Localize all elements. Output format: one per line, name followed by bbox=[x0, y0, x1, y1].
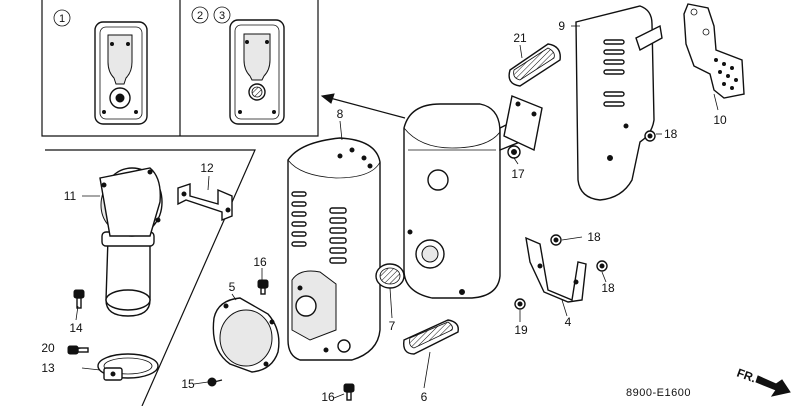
part-8-muffler-protector bbox=[287, 137, 381, 361]
callout-12: 12 bbox=[200, 161, 214, 175]
part-6-spark-screen bbox=[403, 319, 459, 355]
front-direction-indicator: FR. bbox=[735, 366, 791, 397]
callout-7: 7 bbox=[389, 319, 396, 333]
callout-11: 11 bbox=[64, 189, 77, 203]
callout-16: 16 bbox=[253, 255, 267, 269]
variant-label: 2 bbox=[197, 10, 203, 22]
callout-4: 4 bbox=[565, 315, 572, 329]
part-16-bolt-lower bbox=[343, 383, 355, 401]
callout-19: 19 bbox=[514, 323, 528, 337]
muffler-body bbox=[403, 95, 543, 299]
inset-variant-2-3: 2 3 bbox=[191, 6, 285, 125]
part-15-screw bbox=[207, 377, 223, 387]
vent-slots bbox=[291, 191, 347, 264]
callout-6: 6 bbox=[421, 390, 428, 404]
part-9-muffler-cover bbox=[575, 5, 663, 201]
callout-10: 10 bbox=[713, 113, 727, 127]
diagram-code: 8900-E1600 bbox=[626, 387, 691, 399]
reference-arrow bbox=[320, 93, 406, 119]
callout-labels: 9 21 10 18 8 12 11 17 18 18 4 19 7 6 16 … bbox=[41, 19, 727, 404]
variant-label: 1 bbox=[59, 13, 65, 25]
part-7-screen bbox=[375, 263, 405, 289]
callout-17: 17 bbox=[511, 167, 525, 181]
part-17-bolt bbox=[507, 145, 521, 159]
variant-label: 3 bbox=[219, 10, 225, 22]
part-10-gasket-plate bbox=[683, 3, 745, 99]
part-18-bolt bbox=[596, 260, 608, 272]
part-18-bolt bbox=[550, 234, 562, 246]
part-18-bolt bbox=[644, 130, 656, 142]
part-13-clamp bbox=[97, 353, 159, 381]
direction-label: FR. bbox=[735, 366, 758, 386]
callout-13: 13 bbox=[41, 361, 55, 375]
inset-variant-1: 1 bbox=[53, 9, 148, 125]
part-4-stay bbox=[525, 236, 587, 303]
callout-15: 15 bbox=[181, 377, 195, 391]
callout-21: 21 bbox=[513, 31, 527, 45]
inset-frame bbox=[41, 0, 319, 137]
leader-lines bbox=[69, 25, 719, 399]
part-16-bolt-upper bbox=[257, 279, 269, 295]
part-19-bolt bbox=[514, 298, 526, 310]
callout-16: 16 bbox=[321, 390, 335, 404]
part-14-bolt bbox=[73, 289, 85, 309]
callout-18: 18 bbox=[664, 127, 678, 141]
part-21-spark-screen bbox=[508, 43, 561, 87]
callout-20: 20 bbox=[41, 341, 55, 355]
part-11-outlet-pipe bbox=[99, 167, 163, 317]
part-5-end-cap bbox=[212, 297, 280, 373]
callout-9: 9 bbox=[558, 19, 565, 33]
callout-18: 18 bbox=[601, 281, 615, 295]
subassembly-frame bbox=[45, 149, 256, 406]
callout-14: 14 bbox=[69, 321, 83, 335]
front-arrow-icon bbox=[755, 375, 791, 397]
part-20-bolt bbox=[67, 345, 89, 355]
callout-8: 8 bbox=[337, 107, 344, 121]
callout-5: 5 bbox=[229, 280, 236, 294]
part-12-bracket bbox=[177, 183, 233, 222]
callout-18: 18 bbox=[587, 230, 601, 244]
